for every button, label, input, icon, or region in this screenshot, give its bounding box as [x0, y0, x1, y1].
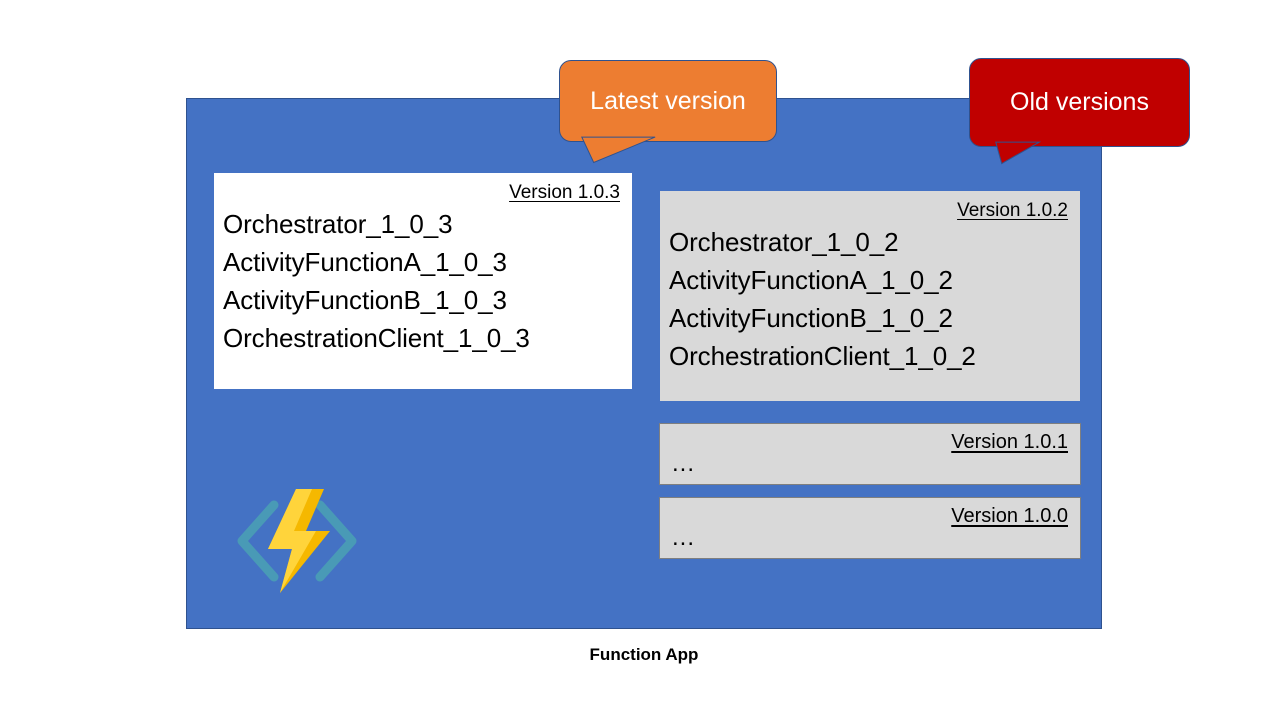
function-item: Orchestrator_1_0_3	[223, 209, 453, 239]
version-label: Version 1.0.0	[951, 505, 1068, 527]
version-card-1-0-2[interactable]: Version 1.0.2 Orchestrator_1_0_2 Activit…	[659, 190, 1081, 402]
function-item: ActivityFunctionB_1_0_2	[669, 303, 953, 333]
callout-label: Old versions	[1010, 88, 1149, 116]
callout-latest-version[interactable]: Latest version	[559, 60, 777, 164]
function-item: ActivityFunctionA_1_0_2	[669, 265, 953, 295]
function-item: ActivityFunctionB_1_0_3	[223, 285, 507, 315]
callout-label: Latest version	[590, 86, 746, 115]
version-label: Version 1.0.1	[951, 431, 1068, 453]
ellipsis-placeholder: ...	[672, 450, 696, 477]
version-card-1-0-0[interactable]: Version 1.0.0 ...	[659, 497, 1081, 559]
callout-old-versions[interactable]: Old versions	[969, 58, 1190, 165]
function-item: OrchestrationClient_1_0_2	[669, 341, 976, 371]
function-list: Orchestrator_1_0_3 ActivityFunctionA_1_0…	[223, 205, 620, 357]
function-app-caption: Function App	[589, 645, 699, 664]
version-label: Version 1.0.2	[957, 200, 1068, 221]
version-card-latest[interactable]: Version 1.0.3 Orchestrator_1_0_3 Activit…	[213, 172, 633, 390]
azure-functions-logo	[237, 489, 357, 593]
function-item: OrchestrationClient_1_0_3	[223, 323, 530, 353]
ellipsis-placeholder: ...	[672, 524, 696, 551]
function-item: ActivityFunctionA_1_0_3	[223, 247, 507, 277]
version-label: Version 1.0.3	[509, 182, 620, 203]
function-item: Orchestrator_1_0_2	[669, 227, 899, 257]
version-card-1-0-1[interactable]: Version 1.0.1 ...	[659, 423, 1081, 485]
function-list: Orchestrator_1_0_2 ActivityFunctionA_1_0…	[669, 223, 1068, 375]
